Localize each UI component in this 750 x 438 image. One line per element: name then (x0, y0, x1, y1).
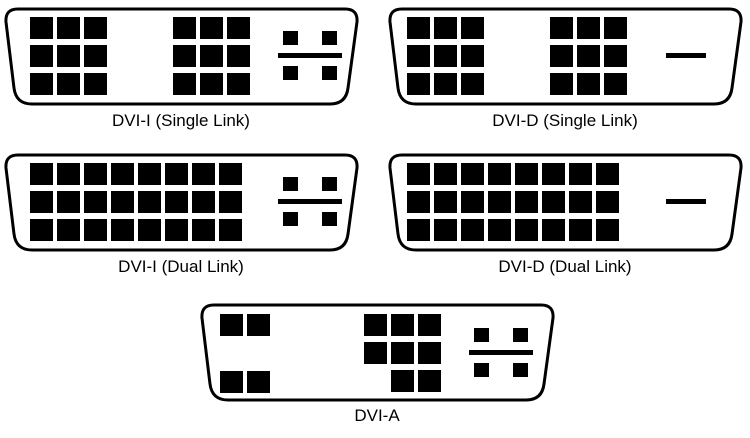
pin-grid (30, 163, 242, 241)
label-dvi-d-single: DVI-D (Single Link) (492, 111, 638, 130)
label-dvi-i-single: DVI-I (Single Link) (112, 111, 250, 130)
connector-outline (4, 153, 359, 252)
connector-outline (388, 7, 743, 106)
pin-grid-right (364, 314, 441, 392)
pin-grid-right (550, 17, 627, 95)
pin-grid-right (173, 17, 250, 95)
pin-grid-left (407, 17, 484, 95)
connector-outline (4, 7, 359, 106)
label-dvi-i-dual: DVI-I (Dual Link) (118, 257, 244, 276)
connector-outline (200, 303, 555, 402)
ground-blade (666, 53, 706, 58)
analog-pins-with-blade (469, 328, 533, 377)
label-dvi-a: DVI-A (354, 406, 400, 425)
analog-pins-with-blade (278, 31, 342, 80)
pin-group-left (220, 314, 270, 393)
connector-dvi-a (200, 303, 555, 402)
connector-dvi-d-single (388, 7, 743, 106)
connector-dvi-d-dual (388, 153, 743, 252)
pin-grid-left (30, 17, 107, 95)
pin-grid (407, 163, 619, 241)
label-dvi-d-dual: DVI-D (Dual Link) (498, 257, 632, 276)
ground-blade (666, 199, 706, 204)
analog-pins-with-blade (278, 177, 342, 226)
connector-dvi-i-single (4, 7, 359, 106)
connector-dvi-i-dual (4, 153, 359, 252)
connector-outline (388, 153, 743, 252)
